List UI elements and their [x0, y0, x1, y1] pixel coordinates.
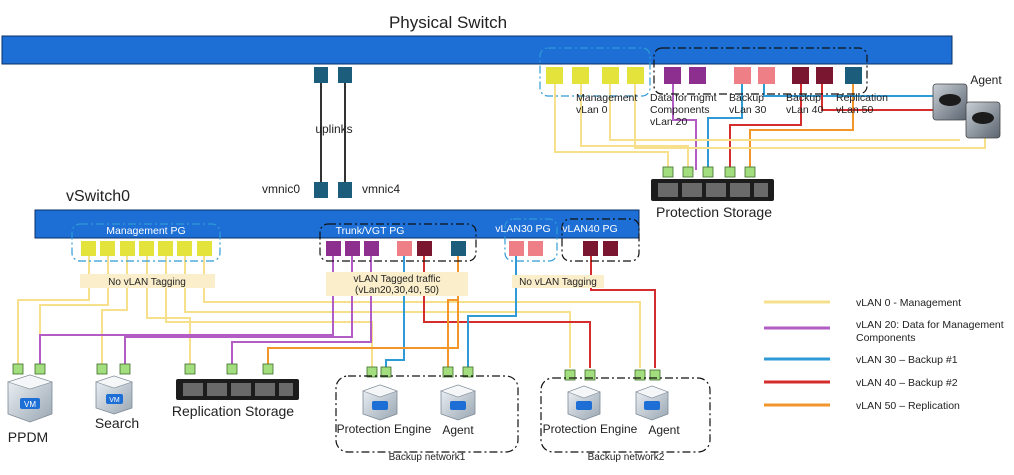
no-tag-left-label: No vLAN Tagging	[108, 277, 186, 288]
backup-network-2-label: Backup network2	[588, 452, 665, 463]
search-label: Search	[95, 415, 139, 431]
legend-label-vlan0: vLAN 0 - Management	[856, 297, 961, 309]
uplink-port	[314, 67, 328, 83]
protection-engine-2-label: Protection Engine	[543, 422, 638, 436]
svg-text:VM: VM	[24, 400, 36, 409]
agent-top-label: Agent	[970, 73, 1002, 87]
management-pg-box	[71, 223, 221, 262]
protection-storage-ports	[662, 166, 756, 178]
vmnic0-port	[314, 182, 328, 198]
mgmt-group-label: Management	[576, 92, 637, 104]
legend-label-vlan40: vLAN 40 – Backup #2	[856, 377, 958, 389]
protection-storage-label: Protection Storage	[656, 204, 772, 220]
physical-switch-bar	[1, 35, 953, 65]
data-group-vlan: vLan 20	[650, 116, 688, 128]
backup40-group-vlan: vLan 40	[786, 104, 824, 116]
vlan40-pg-box	[561, 218, 640, 262]
trunk-pg-label: Trunk/VGT PG	[336, 225, 405, 237]
vmnic4-port	[338, 182, 352, 198]
legend-label-vlan20: vLAN 20: Data for Management	[856, 319, 1004, 331]
switch-port	[734, 67, 751, 84]
vswitch-title: vSwitch0	[66, 188, 130, 205]
agent-server-icon	[932, 83, 1001, 139]
backup-network-1-label: Backup network1	[389, 452, 466, 463]
switch-port	[546, 67, 563, 84]
vmnic4-label: vmnic4	[362, 182, 400, 196]
protection-engine-1-label: Protection Engine	[337, 422, 432, 436]
tagged-box	[326, 272, 468, 296]
tagged-port-group	[653, 47, 868, 95]
no-tag-right-box	[512, 275, 604, 288]
protection-engine-1-vm-icon	[362, 384, 398, 421]
svg-text:VM: VM	[109, 397, 120, 404]
vmnic0-label: vmnic0	[262, 182, 300, 196]
search-vm-icon: VM	[95, 375, 133, 415]
management-port-group	[539, 47, 651, 97]
protection-storage-appliance	[651, 179, 774, 201]
protection-engine-2-vm-icon	[567, 385, 601, 421]
backup40-group-label: Backup	[786, 92, 821, 104]
switch-port	[664, 67, 681, 84]
cables	[17, 82, 986, 368]
switch-port	[758, 67, 775, 84]
vlan30-pg-box	[504, 218, 558, 262]
switch-port	[816, 67, 833, 84]
tagged-label-1: vLAN Tagged traffic	[354, 274, 441, 285]
replication-storage-label: Replication Storage	[172, 403, 294, 419]
physical-switch-ports	[314, 67, 862, 84]
switch-port	[792, 67, 809, 84]
switch-port	[689, 67, 706, 84]
agent-1-label: Agent	[442, 423, 474, 437]
backup30-group-label: Backup	[729, 92, 764, 104]
vlan30-pg-label: vLAN30 PG	[495, 223, 550, 235]
uplink-port	[338, 67, 352, 83]
uplinks-label: uplinks	[315, 122, 352, 136]
physical-switch-title: Physical Switch	[389, 13, 507, 32]
trunk-pg-box	[319, 223, 477, 262]
legend-label-vlan30: vLAN 30 – Backup #1	[856, 354, 958, 366]
backup30-group-vlan: vLan 30	[729, 104, 767, 116]
replication-storage-appliance	[176, 379, 299, 400]
vlan40-pg-label: vLAN40 PG	[562, 223, 617, 235]
no-tag-left-box	[80, 274, 215, 288]
ppdm-label: PPDM	[8, 429, 48, 445]
vswitch-ports	[81, 241, 618, 256]
legend-label-vlan50: vLAN 50 – Replication	[856, 400, 960, 412]
data-group-label2: Components	[650, 104, 710, 116]
switch-port	[572, 67, 589, 84]
management-pg-label: Management PG	[106, 225, 185, 237]
backup-network-2-box	[540, 377, 711, 453]
vm-nic-ports	[12, 363, 661, 381]
switch-port	[602, 67, 619, 84]
tagged-label-2: (vLan20,30,40, 50)	[355, 285, 439, 296]
legend-label-vlan20-2: Components	[856, 332, 916, 344]
agent-2-vm-icon	[635, 385, 669, 421]
legend: vLAN 0 - Management vLAN 20: Data for Ma…	[764, 297, 1004, 412]
backup-network-1-box	[335, 375, 519, 453]
agent-2-label: Agent	[648, 423, 680, 437]
agent-1-vm-icon	[440, 384, 476, 421]
replication-group-vlan: vLan 50	[836, 104, 874, 116]
ppdm-vm-icon: VM	[7, 374, 53, 423]
mgmt-group-vlan: vLan 0	[576, 104, 608, 116]
no-tag-right-label: No vLAN Tagging	[519, 277, 597, 288]
switch-port	[627, 67, 644, 84]
replication-group-label: Replication	[836, 92, 888, 104]
switch-port	[845, 67, 862, 84]
data-group-label: Data for mgmt	[650, 92, 717, 104]
